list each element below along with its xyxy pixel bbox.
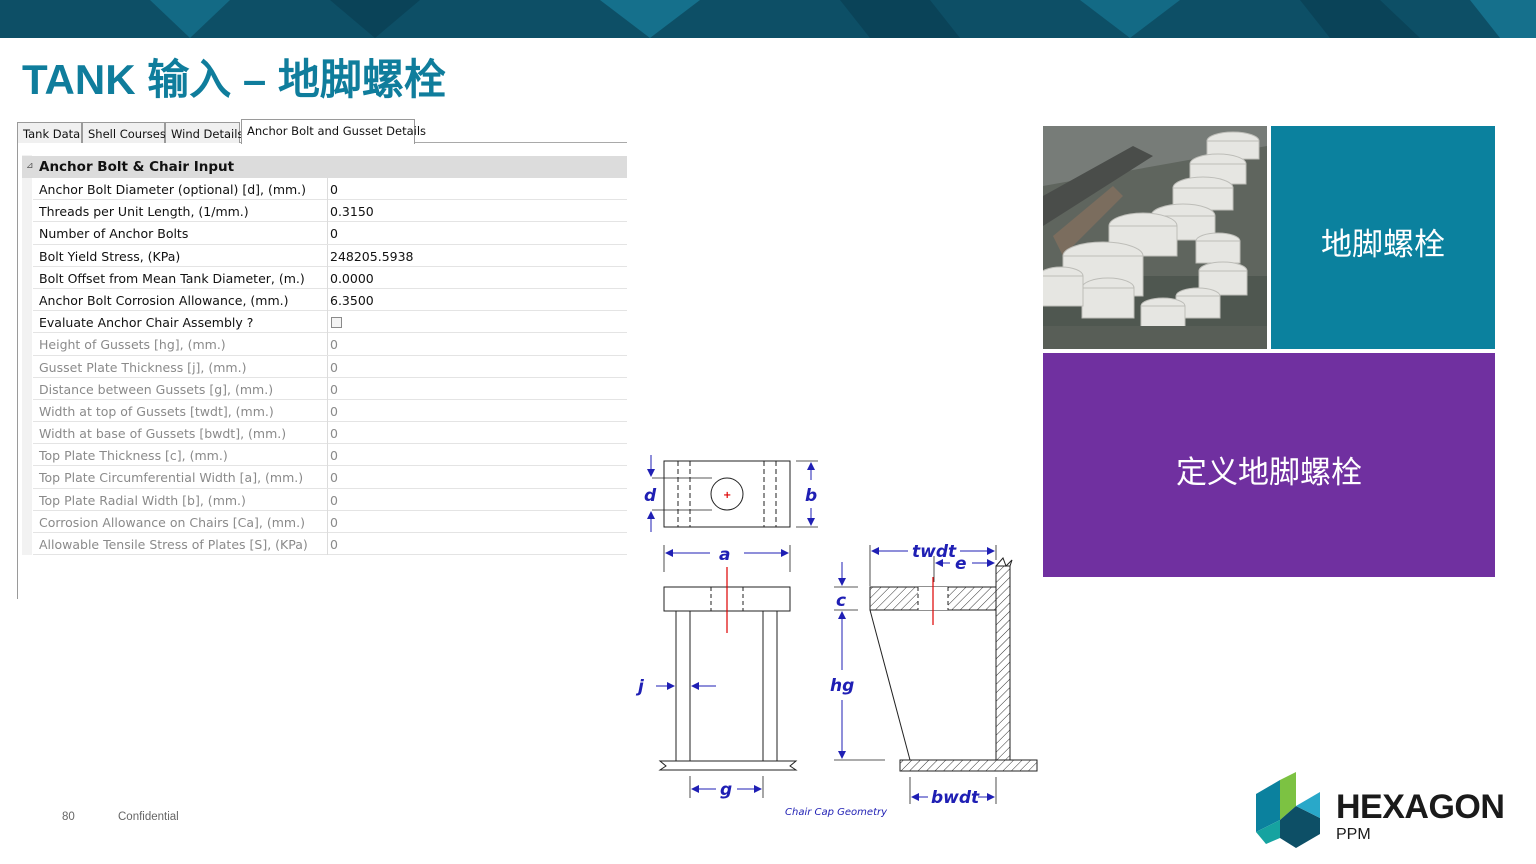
property-value[interactable]: 0: [330, 381, 338, 397]
property-value[interactable]: 0: [330, 337, 338, 353]
tab-shell-courses[interactable]: Shell Courses: [82, 122, 166, 143]
property-row[interactable]: Threads per Unit Length, (1/mm.) 0.3150: [33, 200, 627, 223]
property-row[interactable]: Number of Anchor Bolts 0: [33, 222, 627, 245]
define-anchor-bolt-tile: 定义地脚螺栓: [1043, 353, 1495, 577]
property-row[interactable]: Top Plate Circumferential Width [a], (mm…: [33, 466, 627, 489]
property-name: Evaluate Anchor Chair Assembly ?: [39, 315, 254, 331]
dim-label-c: c: [836, 591, 846, 611]
property-name: Width at base of Gussets [bwdt], (mm.): [39, 426, 287, 442]
property-row[interactable]: Gusset Plate Thickness [j], (mm.) 0: [33, 355, 627, 378]
dim-label-j: j: [635, 677, 645, 697]
property-value[interactable]: 248205.5938: [330, 248, 414, 264]
tab-wind-details[interactable]: Wind Details: [165, 122, 243, 143]
property-name: Anchor Bolt Diameter (optional) [d], (mm…: [39, 182, 307, 197]
property-name: Height of Gussets [hg], (mm.): [39, 337, 226, 353]
slide-title: TANK 输入 – 地脚螺栓: [22, 56, 446, 103]
collapse-icon[interactable]: ⊿: [26, 161, 34, 171]
property-name: Distance between Gussets [g], (mm.): [39, 381, 274, 397]
property-row[interactable]: Height of Gussets [hg], (mm.) 0: [33, 333, 627, 356]
property-list: Anchor Bolt Diameter (optional) [d], (mm…: [33, 178, 627, 556]
evaluate-chair-checkbox[interactable]: [331, 317, 342, 329]
logo-subtext: PPM: [1336, 826, 1371, 843]
property-value[interactable]: 0: [330, 492, 338, 508]
property-row[interactable]: Corrosion Allowance on Chairs [Ca], (mm.…: [33, 510, 627, 533]
anchor-bolt-tile: 地脚螺栓: [1271, 126, 1495, 349]
dim-label-e: e: [955, 554, 967, 574]
property-name: Width at top of Gussets [twdt], (mm.): [39, 403, 274, 419]
property-name: Corrosion Allowance on Chairs [Ca], (mm.…: [39, 514, 305, 530]
page-number: 80: [62, 811, 75, 823]
storage-tanks-photo: [1043, 126, 1267, 349]
property-row[interactable]: Bolt Offset from Mean Tank Diameter, (m.…: [33, 266, 627, 289]
property-value[interactable]: 0: [330, 514, 338, 530]
hexagon-logo: HEXAGON PPM: [1256, 772, 1505, 848]
dim-label-bwdt: bwdt: [931, 788, 980, 808]
property-value[interactable]: 0: [330, 426, 338, 442]
logo-wordmark: HEXAGON: [1336, 788, 1505, 826]
property-row[interactable]: Width at base of Gussets [bwdt], (mm.) 0: [33, 422, 627, 445]
tab-strip: Tank Data Shell Courses Wind Details Anc…: [17, 119, 627, 144]
property-name: Gusset Plate Thickness [j], (mm.): [39, 359, 247, 375]
property-value[interactable]: 0: [330, 182, 338, 197]
tab-anchor-bolt-gusset[interactable]: Anchor Bolt and Gusset Details: [241, 119, 426, 144]
property-row[interactable]: Bolt Yield Stress, (KPa) 248205.5938: [33, 244, 627, 267]
purple-tile-label: 定义地脚螺栓: [1176, 455, 1362, 491]
category-row[interactable]: ⊿ Anchor Bolt & Chair Input: [22, 156, 627, 178]
category-label: Anchor Bolt & Chair Input: [39, 159, 235, 175]
dim-label-b: b: [805, 486, 817, 506]
property-name: Top Plate Radial Width [b], (mm.): [39, 492, 246, 508]
property-name: Number of Anchor Bolts: [39, 226, 189, 242]
property-row[interactable]: Width at top of Gussets [twdt], (mm.) 0: [33, 399, 627, 423]
diagram-caption: Chair Cap Geometry: [785, 807, 888, 818]
teal-tile-label: 地脚螺栓: [1321, 227, 1445, 263]
property-value[interactable]: 0: [330, 359, 338, 375]
property-value[interactable]: 0: [330, 226, 338, 242]
property-value[interactable]: 0.3150: [330, 204, 374, 220]
property-row[interactable]: Evaluate Anchor Chair Assembly ?: [33, 311, 627, 334]
property-name: Allowable Tensile Stress of Plates [S], …: [39, 537, 308, 552]
chair-cap-diagram: + d b a j g twdt: [635, 455, 1038, 818]
dim-label-twdt: twdt: [912, 542, 957, 562]
top-banner: [0, 0, 1536, 38]
property-name: Bolt Yield Stress, (KPa): [39, 248, 181, 264]
banner-pattern: [150, 0, 1536, 38]
property-name: Anchor Bolt Corrosion Allowance, (mm.): [39, 292, 289, 308]
property-row[interactable]: Anchor Bolt Diameter (optional) [d], (mm…: [33, 178, 627, 201]
property-row[interactable]: Allowable Tensile Stress of Plates [S], …: [33, 533, 627, 556]
property-row[interactable]: Top Plate Thickness [c], (mm.) 0: [33, 444, 627, 467]
property-name: Threads per Unit Length, (1/mm.): [39, 204, 249, 220]
property-name: Bolt Offset from Mean Tank Diameter, (m.…: [39, 270, 305, 286]
property-grid-frame: [17, 143, 627, 599]
property-value[interactable]: 0: [330, 403, 338, 419]
hexagon-mark-icon: [1256, 772, 1320, 848]
property-row[interactable]: Distance between Gussets [g], (mm.) 0: [33, 377, 627, 400]
property-value[interactable]: 0: [330, 537, 338, 552]
property-value[interactable]: 0: [330, 448, 338, 464]
property-name: Top Plate Thickness [c], (mm.): [39, 448, 228, 464]
dim-label-d: d: [644, 486, 657, 506]
tab-tank-data[interactable]: Tank Data: [17, 122, 82, 143]
dim-label-g: g: [720, 780, 732, 800]
property-name: Top Plate Circumferential Width [a], (mm…: [39, 470, 304, 486]
confidential-label: Confidential: [118, 811, 179, 823]
property-grid-gutter: [22, 155, 32, 555]
property-value[interactable]: 6.3500: [330, 292, 374, 308]
dim-label-hg: hg: [830, 676, 854, 696]
property-row[interactable]: Top Plate Radial Width [b], (mm.) 0: [33, 488, 627, 511]
property-row[interactable]: Anchor Bolt Corrosion Allowance, (mm.) 6.…: [33, 288, 627, 312]
dim-label-a: a: [719, 545, 730, 565]
svg-text:+: +: [723, 490, 731, 501]
tank-farm-image: [1043, 126, 1267, 349]
property-value[interactable]: 0.0000: [330, 270, 374, 286]
property-value[interactable]: 0: [330, 470, 338, 486]
